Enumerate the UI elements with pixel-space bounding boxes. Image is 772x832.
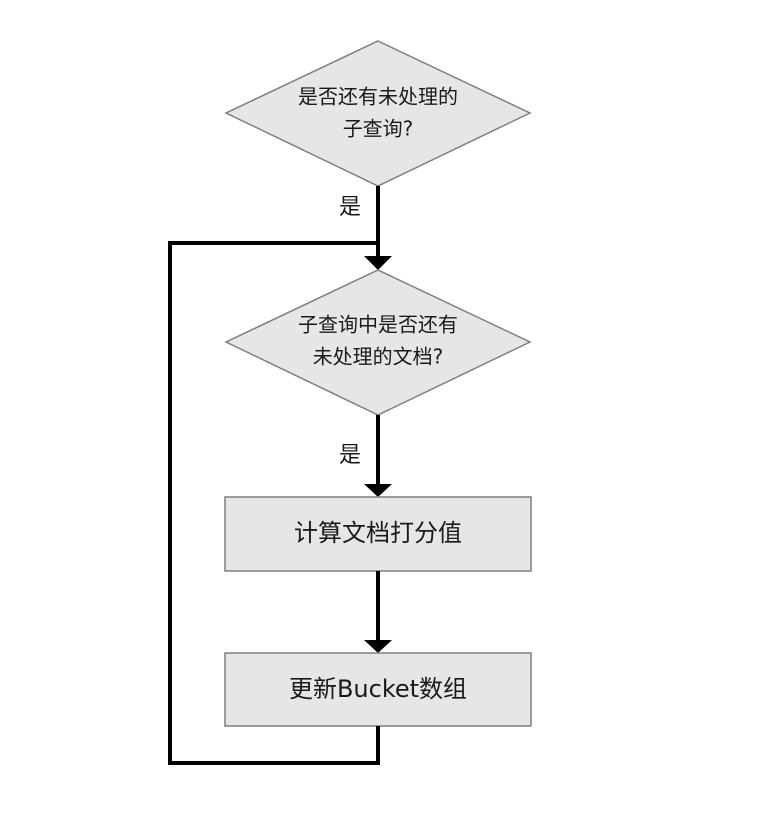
decision-documents-line-2: 未处理的文档? [313,345,444,369]
decision-subqueries: 是否还有未处理的 子查询? [224,40,532,187]
edge-subqueries-to-documents: 是 [339,186,392,270]
process-bucket-shape [224,652,532,727]
edge-label-yes-2: 是 [339,443,361,468]
decision-subqueries-line-1: 是否还有未处理的 [298,85,458,109]
edge-label-yes-1: 是 [339,195,361,220]
process-score-label: 计算文档打分值 [294,519,462,547]
arrowhead-icon [364,640,392,653]
edge-bucket-loop-back [168,241,380,765]
process-bucket: 更新Bucket数组 [224,652,532,727]
decision-documents-shape [224,269,532,416]
edge-bucket-loop-back-line [168,241,380,765]
process-score-shape [224,496,532,572]
process-score: 计算文档打分值 [224,496,532,572]
process-bucket-label: 更新Bucket数组 [289,675,467,703]
arrowhead-icon [364,484,392,497]
arrowhead-icon [364,256,392,270]
edge-score-to-bucket [364,571,392,653]
decision-subqueries-line-2: 子查询? [343,117,414,141]
decision-documents-line-1: 子查询中是否还有 [298,313,458,337]
edge-documents-to-score: 是 [339,415,392,497]
decision-documents: 子查询中是否还有 未处理的文档? [224,269,532,416]
decision-subqueries-shape [224,40,532,187]
